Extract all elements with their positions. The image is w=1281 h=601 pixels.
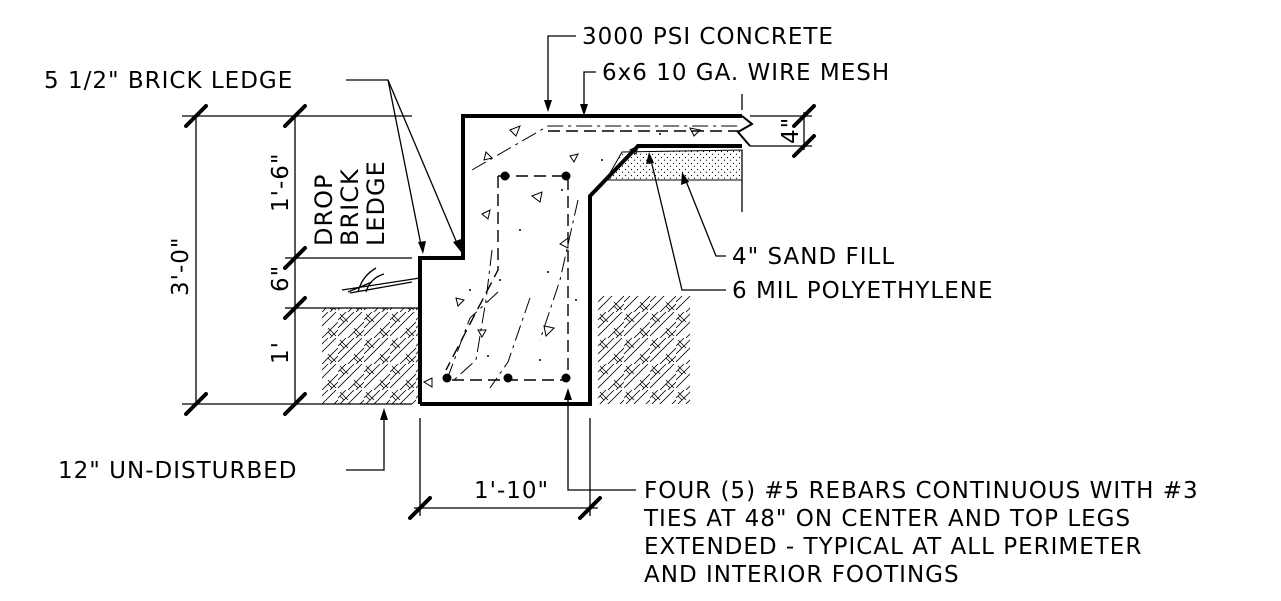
finish-grade (300, 267, 421, 309)
dim-width (408, 496, 602, 520)
footing-outline-right (420, 144, 742, 406)
concrete-label: 3000 PSI CONCRETE (582, 24, 834, 50)
rebar-note-line-3: EXTENDED - TYPICAL AT ALL PERIMETER (644, 534, 1142, 560)
dim-middle-text: 6" (268, 265, 294, 292)
wire-mesh-label: 6x6 10 GA. WIRE MESH (602, 60, 890, 86)
sand-fill (605, 149, 743, 181)
dim-segments (283, 104, 307, 416)
dim-overall-height-text: 3'-0" (168, 237, 194, 296)
rebar-bottom-right (561, 373, 571, 383)
dim-upper-text: 1'-6" (268, 153, 294, 212)
rebar-note-line-1: FOUR (5) #5 REBARS CONTINUOUS WITH #3 (644, 478, 1199, 504)
rebar-bottom-left (442, 373, 452, 383)
rebar-note-line-2: TIES AT 48" ON CENTER AND TOP LEGS (643, 506, 1131, 532)
rebar-top-left (500, 171, 510, 181)
leader-lines (346, 35, 726, 491)
polyethylene-label: 6 MIL POLYETHYLENE (732, 278, 994, 304)
dim-slab-text: 4" (778, 117, 804, 144)
dim-lower-text: 1' (268, 341, 294, 364)
sand-fill-label: 4" SAND FILL (732, 244, 895, 270)
leader-arrowheads (380, 100, 689, 420)
dim-overall-height (184, 104, 208, 416)
drop-brick-ledge-label: DROP BRICK LEDGE (310, 160, 390, 246)
drop-label: DROP (310, 173, 338, 246)
footing-outline (418, 114, 742, 404)
dim-width-text: 1'-10" (474, 478, 549, 504)
brick-ledge-label: 5 1/2" BRICK LEDGE (44, 68, 293, 94)
undisturbed-label: 12" UN-DISTURBED (58, 458, 297, 484)
rebar-bottom-middle (503, 373, 513, 383)
rebar-note-line-4: AND INTERIOR FOOTINGS (644, 562, 960, 588)
dim-slab (792, 104, 816, 158)
rebars (442, 171, 571, 383)
brick-label: BRICK (336, 168, 364, 246)
rebar-top-right (561, 171, 571, 181)
ledge-label: LEDGE (362, 160, 390, 246)
undisturbed-earth (322, 296, 690, 404)
slab-break-line (736, 115, 754, 147)
